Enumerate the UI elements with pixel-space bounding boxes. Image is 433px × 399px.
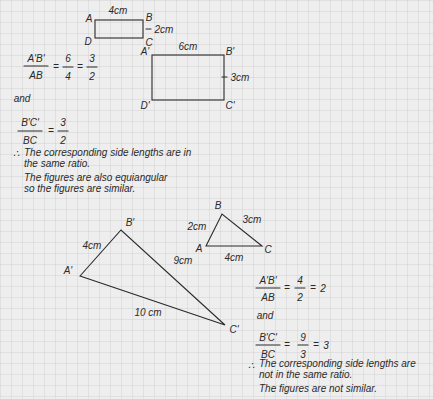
conclusion: The figures are also equiangular so the … [24, 172, 174, 194]
vertex-label: B' [226, 46, 235, 57]
therefore-sign: ∴ [248, 360, 254, 371]
denominator: AB [261, 292, 274, 303]
vertex-label: C' [225, 100, 234, 111]
conjunction: and [257, 310, 274, 321]
denominator: 4 [65, 71, 71, 82]
vertex-label: B [215, 200, 222, 211]
conclusion: The corresponding side lengths are in th… [24, 147, 194, 169]
conclusion: The figures are not similar. [259, 383, 424, 394]
large-triangle [80, 230, 225, 325]
numerator: 3 [89, 53, 95, 64]
equals-sign: = [48, 125, 54, 136]
denominator: 2 [89, 71, 95, 82]
fraction-bar [63, 66, 73, 67]
denominator: 2 [60, 135, 66, 146]
result: 3 [323, 340, 329, 351]
fraction-bar [24, 65, 48, 66]
dimension: 3cm [231, 72, 250, 83]
therefore-sign: ∴ [13, 148, 19, 159]
denominator: BC [261, 349, 275, 360]
vertex-label: C [264, 244, 271, 255]
dimension: 10 cm [134, 307, 161, 318]
dimension-tick [146, 28, 151, 29]
conjunction: and [14, 93, 31, 104]
equals-sign: = [77, 61, 83, 72]
denominator: 3 [300, 349, 306, 360]
fraction-bar [256, 344, 280, 345]
vertex-label: D' [140, 100, 149, 111]
large-rectangle [152, 55, 224, 100]
vertex-label: D [84, 36, 91, 47]
vertex-label: A [86, 13, 93, 24]
numerator: 3 [60, 117, 66, 128]
vertex-label: A [196, 243, 203, 254]
dimension: 2cm [188, 221, 207, 232]
numerator: 9 [300, 332, 306, 343]
numerator: B'C' [259, 332, 277, 343]
equals-sign: = [310, 282, 316, 293]
numerator: A'B' [259, 275, 276, 286]
dimension: 4cm [225, 252, 244, 263]
vertex-label: A' [141, 46, 150, 57]
equals-sign: = [284, 339, 290, 350]
dimension: 4cm [109, 5, 128, 16]
dimension: 4cm [83, 240, 102, 251]
dimension: 2cm [155, 24, 174, 35]
vertex-label: C' [229, 324, 238, 335]
equals-sign: = [313, 339, 319, 350]
vertex-label: B [146, 12, 153, 23]
fraction-bar [18, 130, 42, 131]
conclusion: The corresponding side lengths are not i… [259, 358, 424, 380]
numerator: 6 [65, 53, 71, 64]
vertex-label: A' [64, 265, 73, 276]
vertex-label: B' [126, 217, 135, 228]
fraction-bar [58, 130, 68, 131]
fraction-bar [87, 66, 97, 67]
small-triangle [206, 214, 262, 246]
denominator: 2 [297, 292, 303, 303]
fraction-bar [256, 287, 280, 288]
dimension: 9cm [174, 255, 193, 266]
fraction-bar [295, 287, 305, 288]
equals-sign: = [53, 61, 59, 72]
denominator: BC [23, 135, 37, 146]
numerator: 4 [297, 275, 303, 286]
dimension: 3cm [243, 214, 262, 225]
denominator: AB [29, 70, 42, 81]
small-rectangle [95, 20, 143, 38]
numerator: B'C' [21, 117, 39, 128]
dimension: 6cm [179, 41, 198, 52]
result: 2 [320, 283, 326, 294]
dimension-tick [222, 76, 227, 77]
numerator: A'B' [27, 53, 44, 64]
equals-sign: = [284, 282, 290, 293]
fraction-bar [298, 344, 308, 345]
